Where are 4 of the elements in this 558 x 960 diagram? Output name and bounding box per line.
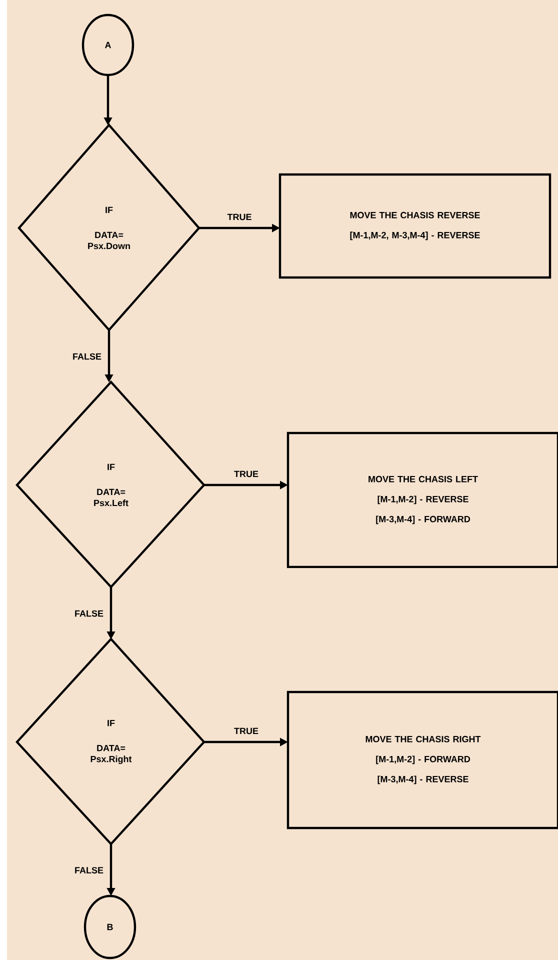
process-box: MOVE THE CHASIS RIGHT [M-1,M-2] - FORWARD [M-3,M-4] - REVERSE <box>286 690 558 830</box>
process-box: MOVE THE CHASIS REVERSE [M-1,M-2, M-3,M-4] - REVERSE <box>278 173 552 279</box>
process-box: MOVE THE CHASIS LEFT [M-1,M-2] - REVERSE [M-3,M-4] - FORWARD <box>286 432 558 568</box>
edge-label: FALSE <box>74 866 104 874</box>
